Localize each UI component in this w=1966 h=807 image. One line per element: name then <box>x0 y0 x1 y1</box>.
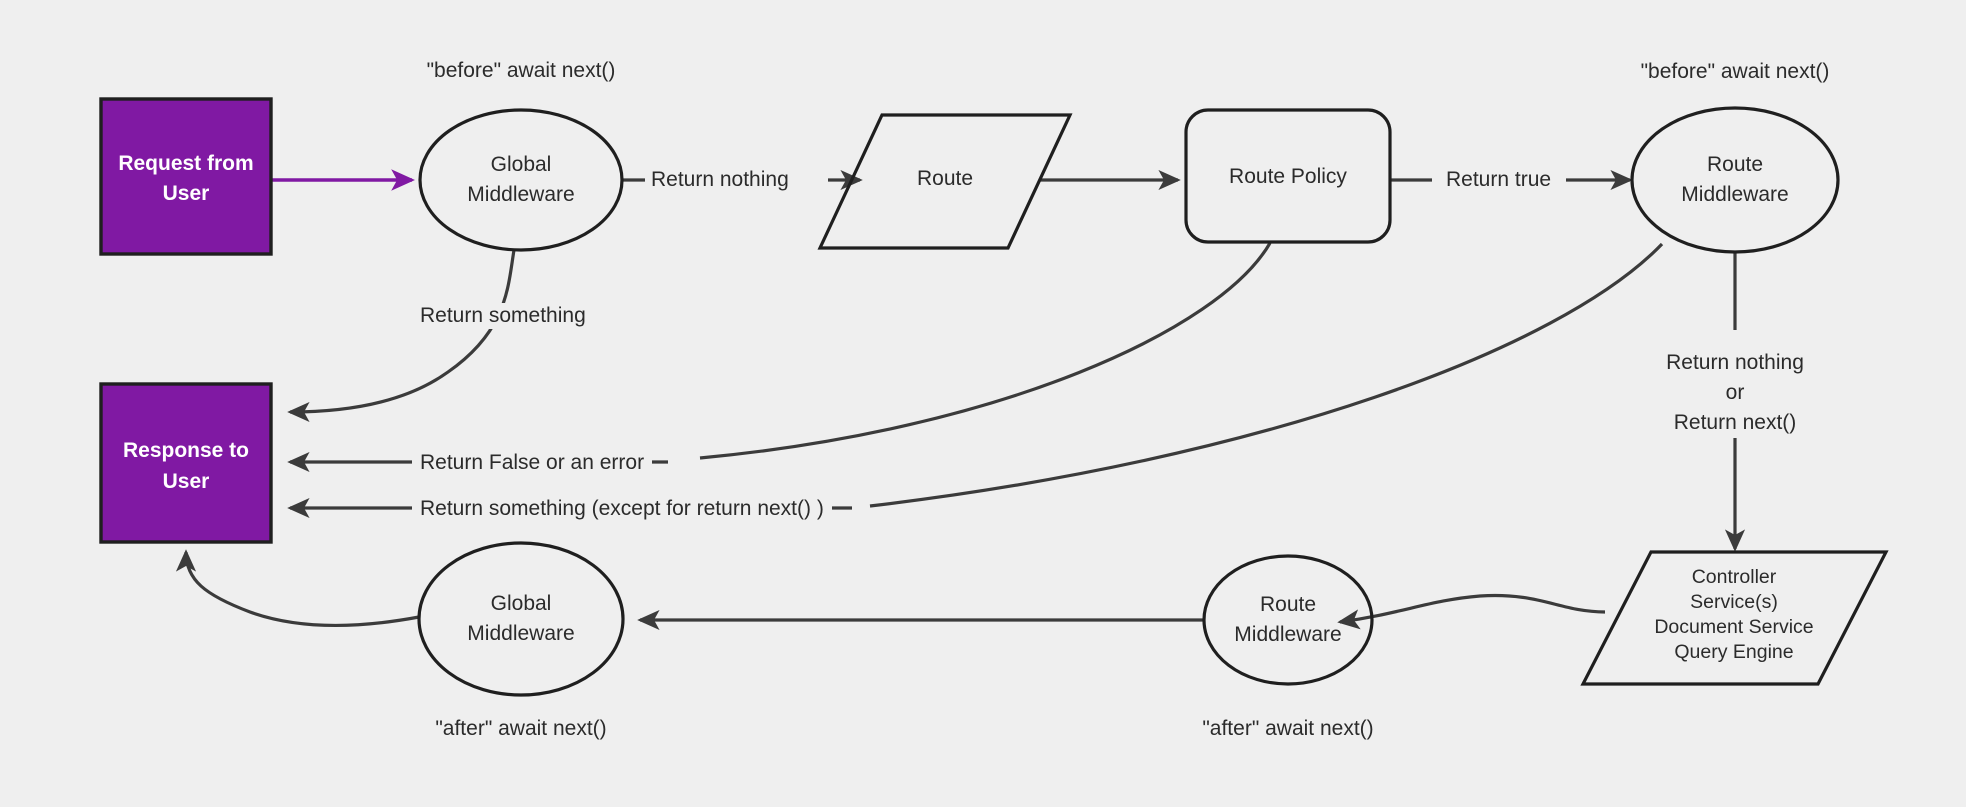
rm-after-line2: Middleware <box>1234 623 1342 646</box>
response-label-line1: Response to <box>122 439 250 462</box>
rn-or-next-line3: Return next() <box>1673 411 1797 434</box>
handler-line2: Service(s) <box>1690 591 1778 613</box>
gm-after-line1: Global <box>490 592 552 615</box>
handler-line4: Query Engine <box>1674 641 1794 663</box>
node-response-to-user[interactable] <box>99 382 273 544</box>
route-label-text: Route <box>916 167 974 190</box>
node-request-from-user-label: Request from User <box>101 149 271 209</box>
node-response-to-user-label: Response to User <box>101 435 271 497</box>
handler-line3: Document Service <box>1654 616 1814 638</box>
node-global-middleware-after[interactable] <box>417 541 625 697</box>
handler-line1: Controller <box>1691 566 1777 588</box>
edge-label-return-false-or-error: Return False or an error <box>412 450 653 476</box>
node-handler-label: Controller Service(s) Document Service Q… <box>1634 565 1834 665</box>
edge-label-return-nothing: Return nothing <box>645 168 795 192</box>
edge-global-middleware-after-to-response <box>175 549 420 627</box>
gm-before-line2: Middleware <box>467 183 575 206</box>
edge-route-policy-to-response-curve <box>699 242 1272 460</box>
edge-label-return-something-except-next: Return something (except for return next… <box>412 496 832 522</box>
node-route[interactable] <box>817 113 1073 250</box>
node-route-middleware-before[interactable] <box>1630 106 1840 254</box>
node-route-policy-label: Route Policy <box>1186 165 1390 189</box>
node-route-label: Route <box>845 167 1045 191</box>
edge-route-middleware-to-response-curve <box>869 242 1664 508</box>
rm-after-line1: Route <box>1259 593 1317 616</box>
node-route-policy[interactable] <box>1184 108 1392 244</box>
annotation-before-route-middleware: "before" await next() <box>1640 60 1830 83</box>
request-label-line1: Request from <box>118 152 254 175</box>
response-label-line2: User <box>162 470 210 493</box>
edge-label-return-nothing-or-next: Return nothing or Return next() <box>1585 348 1885 438</box>
request-label-line2: User <box>162 182 210 205</box>
annotation-after-route-middleware: "after" await next() <box>1202 717 1374 740</box>
gm-after-line2: Middleware <box>467 622 575 645</box>
annotation-before-global-middleware: "before" await next() <box>426 59 616 82</box>
node-request-from-user[interactable] <box>99 97 273 256</box>
node-global-middleware-before-label: Global Middleware <box>421 150 621 210</box>
node-global-middleware-after-label: Global Middleware <box>421 589 621 649</box>
node-route-middleware-before-label: Route Middleware <box>1635 150 1835 210</box>
edge-label-return-something: Return something <box>414 303 592 329</box>
rm-before-line1: Route <box>1706 153 1764 176</box>
rm-before-line2: Middleware <box>1681 183 1789 206</box>
rn-or-next-line2: or <box>1725 381 1745 404</box>
edge-global-middleware-to-response-return-something <box>287 249 516 423</box>
gm-before-line1: Global <box>490 153 552 176</box>
rn-or-next-line1: Return nothing <box>1666 351 1804 374</box>
node-global-middleware-before[interactable] <box>418 108 624 252</box>
node-route-middleware-after-label: Route Middleware <box>1188 590 1388 650</box>
route-policy-label-text: Route Policy <box>1229 165 1347 188</box>
annotation-after-global-middleware: "after" await next() <box>435 717 607 740</box>
edge-handler-to-route-middleware-after <box>1337 593 1606 630</box>
node-handler-controller-services[interactable] <box>1580 550 1889 686</box>
edge-label-return-true: Return true <box>1440 168 1558 192</box>
node-route-middleware-after[interactable] <box>1202 554 1374 686</box>
